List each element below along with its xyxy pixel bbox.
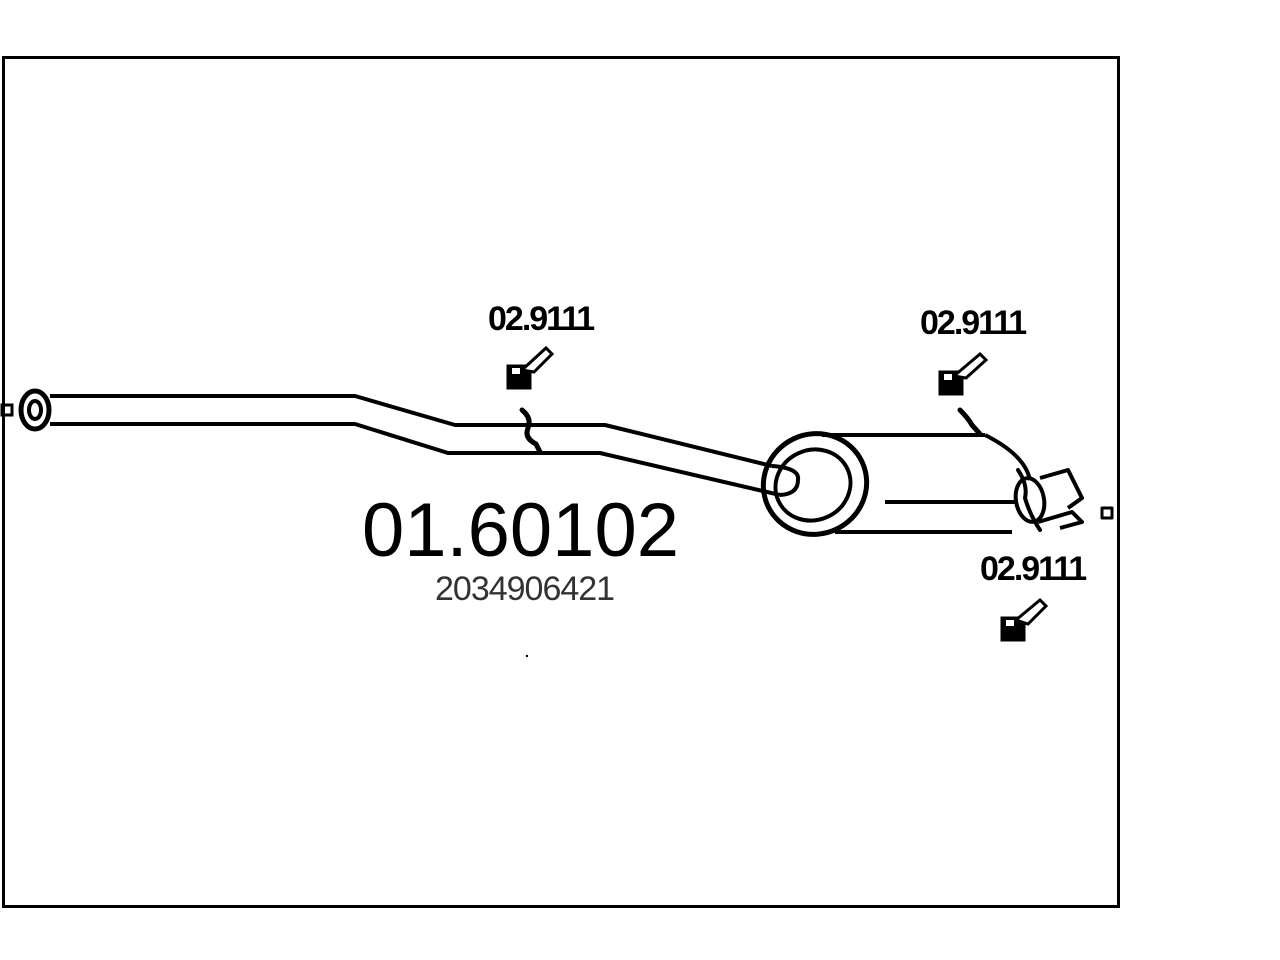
bracket-2: 02.9111	[920, 304, 1028, 396]
speck-dot	[525, 654, 529, 658]
bracket-2-label: 02.9111	[920, 304, 1026, 342]
rubber-mount-icon	[506, 345, 555, 390]
bracket-3-label: 02.9111	[980, 550, 1086, 588]
bracket-3: 02.9111	[980, 550, 1088, 642]
exhaust-pipe	[50, 394, 801, 497]
rear-silencer	[760, 431, 1032, 537]
rubber-mount-icon	[938, 351, 989, 396]
bracket-1-label: 02.9111	[488, 300, 594, 338]
bracket-1: 02.9111	[488, 300, 596, 390]
diagram-frame	[2, 56, 1120, 908]
pipe-hanger	[519, 407, 543, 455]
oem-number: 2034906421	[435, 570, 614, 608]
rubber-mount-icon	[1000, 597, 1049, 642]
part-number: 01.60102	[362, 488, 679, 573]
silencer-hanger	[957, 407, 983, 437]
tail-hanger	[1016, 468, 1042, 532]
front-flange	[0, 388, 52, 432]
